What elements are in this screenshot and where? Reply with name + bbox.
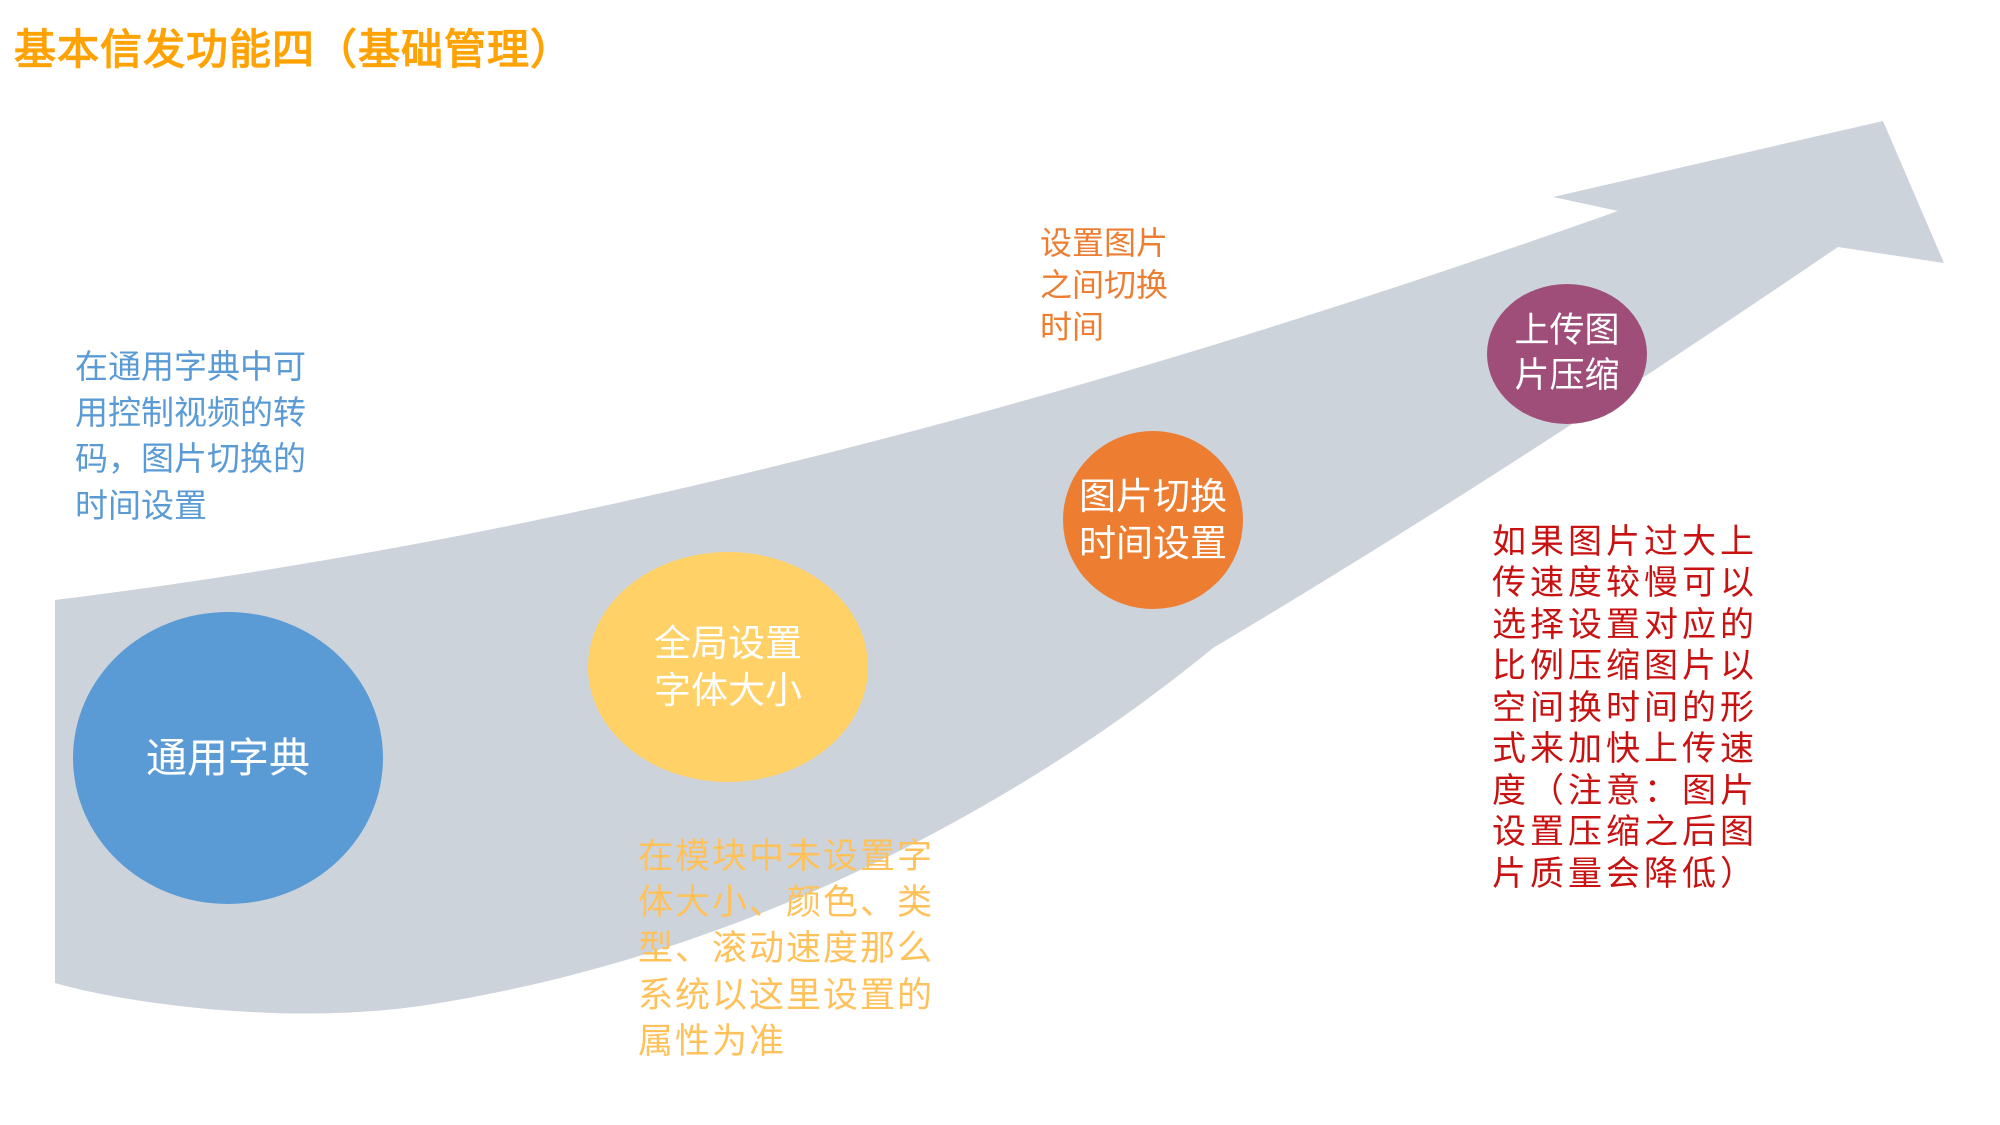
step-circle-global-font-size: 全局设置 字体大小 <box>588 552 868 782</box>
note-switch-time: 设置图片 之间切换 时间 <box>1040 225 1169 346</box>
step-label-global-font-size: 全局设置 字体大小 <box>654 622 802 711</box>
step-label-common-dictionary: 通用字典 <box>146 734 310 781</box>
swoosh-arrow-shape <box>55 121 1944 1014</box>
step-circle-upload-compress: 上传图 片压缩 <box>1487 284 1647 424</box>
step-circle-switch-time: 图片切换 时间设置 <box>1063 431 1243 609</box>
slide-title: 基本信发功能四（基础管理） <box>14 26 574 73</box>
step-circle-common-dictionary: 通用字典 <box>73 612 383 904</box>
note-global-font: 在模块中未设置字 体大小、颜色、类 型、滚动速度那么 系统以这里设置的 属性为准 <box>638 837 935 1061</box>
note-compress-warning: 如果图片过大上 传速度较慢可以 选择设置对应的 比例压缩图片以 空间换时间的形 … <box>1492 523 1758 893</box>
step-label-switch-time: 图片切换 时间设置 <box>1079 475 1227 564</box>
step-label-upload-compress: 上传图 片压缩 <box>1514 311 1620 395</box>
note-dictionary: 在通用字典中可 用控制视频的转 码，图片切换的 时间设置 <box>75 348 306 524</box>
